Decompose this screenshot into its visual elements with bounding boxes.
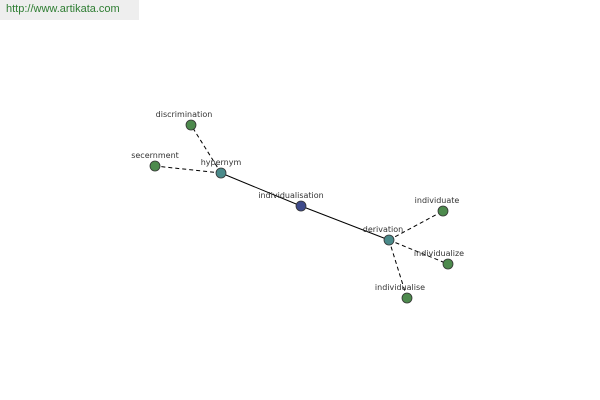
edge-individualisation-derivation — [300, 205, 390, 241]
node-label-discrimination: discrimination — [156, 110, 213, 119]
node-label-individualize: individualize — [414, 249, 464, 258]
edge-hypernym-discrimination — [190, 124, 222, 174]
edge-derivation-individuate — [388, 210, 444, 241]
edge-derivation-individualise — [388, 239, 408, 299]
node-individualize[interactable] — [442, 258, 454, 270]
edge-derivation-individualize — [388, 239, 449, 265]
edges-layer — [154, 124, 449, 299]
node-discrimination[interactable] — [185, 119, 197, 131]
node-hypernym[interactable] — [215, 167, 227, 179]
node-individuate[interactable] — [437, 205, 449, 217]
node-label-derivation: derivation — [363, 225, 403, 234]
node-derivation[interactable] — [383, 234, 395, 246]
node-label-individualise: individualise — [375, 283, 425, 292]
nodes-layer — [149, 119, 454, 304]
node-individualise[interactable] — [401, 292, 413, 304]
labels-layer: individualisation hypernym derivation discr… — [131, 110, 464, 292]
node-secernment[interactable] — [149, 160, 161, 172]
edge-hypernym-secernment — [154, 165, 222, 174]
node-individualisation[interactable] — [295, 200, 307, 212]
node-label-individualisation: individualisation — [258, 191, 323, 200]
source-url-banner: http://www.artikata.com — [0, 0, 139, 20]
edge-individualisation-hypernym — [220, 172, 302, 207]
node-label-individuate: individuate — [415, 196, 460, 205]
node-label-hypernym: hypernym — [201, 158, 242, 167]
node-label-secernment: secernment — [131, 151, 179, 160]
source-url-link[interactable]: http://www.artikata.com — [6, 3, 120, 15]
